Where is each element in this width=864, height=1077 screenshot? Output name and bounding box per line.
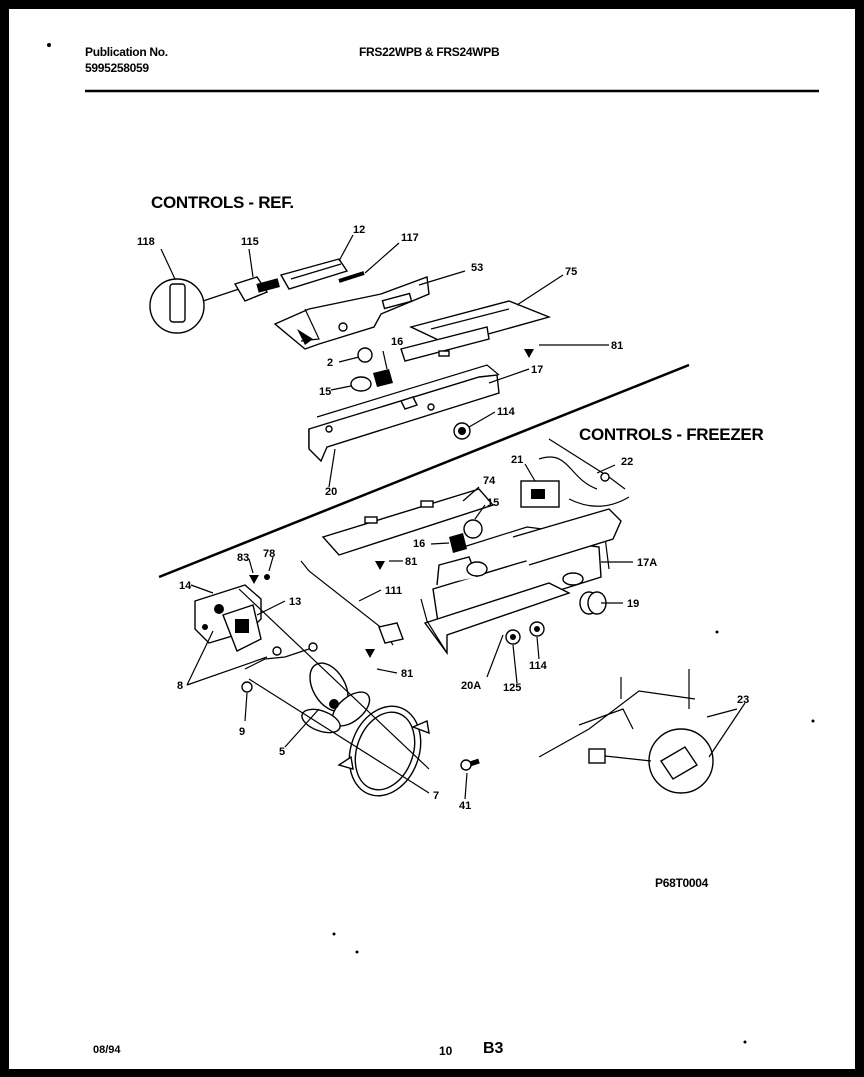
leader-lines	[160, 234, 746, 800]
part-111-harness	[300, 560, 404, 646]
part-20A-frame	[420, 582, 571, 656]
callout-8: 8	[177, 680, 183, 692]
part-17-light-housing	[308, 364, 500, 463]
diagram-code: P68T0004	[655, 876, 708, 890]
part-81-screw-b	[375, 561, 385, 570]
callout-14: 14	[179, 580, 192, 592]
callout-16-b: 16	[413, 538, 425, 550]
sheet: Publication No. 5995258059 FRS22WPB & FR…	[9, 9, 855, 1069]
callout-75: 75	[565, 266, 577, 278]
callout-23: 23	[737, 694, 749, 706]
part-15-bulb-a	[350, 376, 372, 392]
callout-125: 125	[503, 682, 521, 694]
callout-15-a: 15	[319, 386, 331, 398]
callout-41: 41	[459, 800, 471, 812]
callout-81-b: 81	[405, 556, 417, 568]
callout-5: 5	[279, 746, 285, 758]
part-41-screw	[460, 758, 480, 771]
part-78-clip	[264, 574, 270, 580]
exploded-view-drawing: 118 115 12 117 53 75 81 2 16 15 17 114 2…	[47, 43, 819, 1044]
footer-page: 10	[439, 1044, 453, 1058]
publication-label: Publication No.	[85, 45, 168, 59]
part-53-control-housing	[273, 276, 430, 350]
callout-118: 118	[137, 236, 155, 248]
callout-22: 22	[621, 456, 633, 468]
part-114-connector-a	[453, 422, 471, 440]
controls-ref-title: CONTROLS - REF.	[151, 193, 294, 212]
part-12-housing	[279, 258, 349, 290]
part-81-screw-c	[365, 649, 375, 658]
footer-date: 08/94	[93, 1044, 121, 1056]
part-16-socket-a	[373, 369, 393, 387]
section-divider	[158, 363, 690, 579]
part-21-thermostat	[520, 456, 598, 508]
callout-111: 111	[385, 585, 402, 597]
callout-13: 13	[289, 596, 301, 608]
callout-20A: 20A	[461, 680, 481, 692]
callout-labels: 118 115 12 117 53 75 81 2 16 15 17 114 2…	[137, 224, 749, 812]
part-8-grommets	[244, 642, 318, 670]
part-117-spring	[338, 271, 365, 283]
model-numbers: FRS22WPB & FRS24WPB	[359, 45, 500, 59]
publication-number: 5995258059	[85, 61, 149, 75]
callout-2: 2	[327, 357, 333, 369]
part-118-gasket	[149, 278, 240, 334]
part-19-knob	[579, 591, 607, 615]
part-15-bulb-b	[463, 519, 483, 539]
callout-117: 117	[401, 232, 419, 244]
part-83-screw	[249, 575, 259, 584]
callout-7: 7	[433, 790, 439, 802]
callout-83: 83	[237, 552, 249, 564]
callout-21: 21	[511, 454, 523, 466]
footer-section: B3	[483, 1040, 504, 1057]
callout-115: 115	[241, 236, 259, 248]
part-125-connector	[505, 629, 521, 645]
callout-114-b: 114	[529, 660, 548, 672]
part-22-capillary	[548, 438, 630, 507]
part-115-switch	[233, 276, 280, 302]
part-74-plate	[321, 488, 495, 556]
part-13-fan-motor	[222, 604, 262, 652]
part-75-bracket	[400, 300, 552, 362]
part-23-inset	[538, 669, 738, 794]
callout-16-a: 16	[391, 336, 403, 348]
callout-81-c: 81	[401, 668, 413, 680]
part-16-socket-b	[449, 533, 467, 553]
callout-78: 78	[263, 548, 275, 560]
part-7-fan-shroud	[337, 705, 430, 797]
callout-20: 20	[325, 486, 337, 498]
callout-81-a: 81	[611, 340, 623, 352]
callout-17A: 17A	[637, 557, 657, 569]
part-114-connector-b	[529, 621, 545, 637]
controls-freezer-title: CONTROLS - FREEZER	[579, 425, 764, 444]
part-9-grommet	[241, 681, 253, 693]
part-2-knob	[357, 347, 373, 363]
callout-12: 12	[353, 224, 365, 236]
callout-19: 19	[627, 598, 639, 610]
part-81-screw-a	[524, 349, 534, 358]
callout-9: 9	[239, 726, 245, 738]
callout-15-b: 15	[487, 497, 499, 509]
callout-17: 17	[531, 364, 543, 376]
callout-114-a: 114	[497, 406, 516, 418]
callout-53: 53	[471, 262, 483, 274]
part-5-fan-blade	[301, 662, 371, 734]
callout-74: 74	[483, 475, 496, 487]
